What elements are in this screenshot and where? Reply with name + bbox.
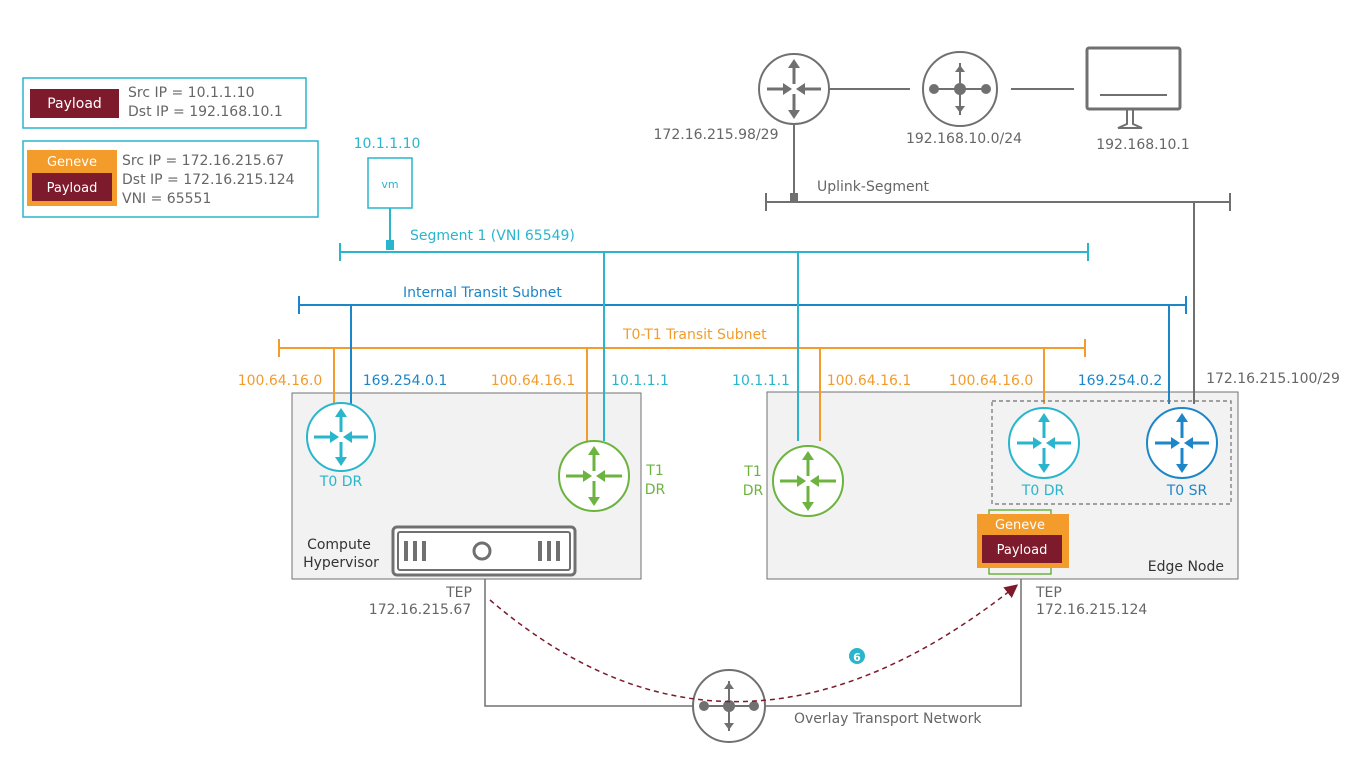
edge-geneve-packet: Geneve Payload xyxy=(977,509,1069,575)
hypervisor-icon[interactable] xyxy=(391,525,577,577)
edge-geneve-label: Geneve xyxy=(995,518,1045,533)
switch-network: 192.168.10.0/24 xyxy=(906,131,1022,147)
step-badge: 6 xyxy=(849,648,865,664)
edge-t0-sr-label: T0 SR xyxy=(1166,483,1208,499)
router-icon xyxy=(1017,413,1071,473)
edge-tep-ip: 172.16.215.124 xyxy=(1036,602,1147,618)
vm-label: vm xyxy=(381,178,398,191)
edge-node-name: Edge Node xyxy=(1148,559,1224,575)
edge-payload-label: Payload xyxy=(997,543,1048,558)
edge-t0-dr-router[interactable] xyxy=(1008,407,1080,479)
compute-t0-dr-label: T0 DR xyxy=(319,474,363,490)
uplink-segment-label: Uplink-Segment xyxy=(817,179,929,195)
edge-t1-transit-ip: 100.64.16.1 xyxy=(827,373,912,389)
outer-payload-block xyxy=(32,173,112,201)
edge-t0sr-internal-ip: 169.254.0.2 xyxy=(1078,373,1163,389)
overlay-switch[interactable] xyxy=(692,669,766,743)
segment-1-label: Segment 1 (VNI 65549) xyxy=(410,228,575,244)
inner-src-ip: Src IP = 10.1.1.10 xyxy=(128,85,254,101)
compute-name-line2: Hypervisor xyxy=(303,555,379,571)
external-router[interactable] xyxy=(758,53,830,125)
edge-t0sr-uplink-ip: 172.16.215.100/29 xyxy=(1206,371,1340,387)
compute-t1-dr-label-line1: T1 xyxy=(645,463,663,479)
router-icon xyxy=(1155,413,1209,473)
router-icon xyxy=(314,408,368,466)
t0-t1-transit-bar xyxy=(278,339,1086,357)
internal-transit-bar xyxy=(298,296,1187,314)
geneve-label: Geneve xyxy=(47,155,97,170)
router-icon xyxy=(767,59,821,119)
edge-t0dr-transit-ip: 100.64.16.0 xyxy=(949,373,1034,389)
compute-t1-segment-ip: 10.1.1.1 xyxy=(611,373,669,389)
compute-t1-dr-router[interactable] xyxy=(558,440,630,512)
t0-t1-transit-label: T0-T1 Transit Subnet xyxy=(622,327,767,343)
payload-block xyxy=(30,89,119,118)
edge-t0-dr-label: T0 DR xyxy=(1021,483,1065,499)
payload-label: Payload xyxy=(47,96,102,112)
host-ip: 192.168.10.1 xyxy=(1096,137,1190,153)
edge-tep-label: TEP xyxy=(1035,585,1062,601)
segment-1-bar xyxy=(339,243,1089,261)
switch-icon xyxy=(929,63,991,115)
step-number: 6 xyxy=(853,651,861,664)
edge-t0-sr-router[interactable] xyxy=(1146,407,1218,479)
router-icon xyxy=(566,446,622,506)
compute-name-line1: Compute xyxy=(307,537,371,553)
switch-icon xyxy=(699,681,759,731)
external-switch[interactable] xyxy=(922,51,998,127)
monitor-icon[interactable] xyxy=(1085,46,1182,129)
router-icon xyxy=(780,451,836,511)
edge-t1-dr-label-line1: T1 xyxy=(743,464,761,480)
edge-t1-segment-ip: 10.1.1.1 xyxy=(732,373,790,389)
edge-t1-dr-label-line2: DR xyxy=(743,483,764,499)
legend-inner-packet: Payload Src IP = 10.1.1.10 Dst IP = 192.… xyxy=(22,77,307,129)
outer-payload-label: Payload xyxy=(47,181,98,196)
compute-t0-internal-ip: 169.254.0.1 xyxy=(363,373,448,389)
edge-t1-dr-router[interactable] xyxy=(772,445,844,517)
legend-outer-packet: Geneve Payload Src IP = 172.16.215.67 Ds… xyxy=(22,140,319,218)
external-router-ip: 172.16.215.98/29 xyxy=(654,127,779,143)
outer-dst-ip: Dst IP = 172.16.215.124 xyxy=(122,172,295,188)
service-router-group xyxy=(991,400,1232,505)
traffic-flow-arrow xyxy=(489,584,1019,703)
compute-t1-transit-ip: 100.64.16.1 xyxy=(491,373,576,389)
vm-ip: 10.1.1.10 xyxy=(354,136,421,152)
outer-vni: VNI = 65551 xyxy=(122,191,211,207)
uplink-segment-bar xyxy=(765,193,1231,211)
compute-t1-dr-label-line2: DR xyxy=(645,482,666,498)
overlay-network-label: Overlay Transport Network xyxy=(794,711,982,727)
compute-tep-label: TEP xyxy=(445,585,472,601)
outer-src-ip: Src IP = 172.16.215.67 xyxy=(122,153,284,169)
compute-tep-ip: 172.16.215.67 xyxy=(369,602,471,618)
compute-t0-dr-router[interactable] xyxy=(306,402,376,472)
internal-transit-label: Internal Transit Subnet xyxy=(403,285,562,301)
compute-t0-transit-ip: 100.64.16.0 xyxy=(238,373,323,389)
inner-dst-ip: Dst IP = 192.168.10.1 xyxy=(128,104,283,120)
